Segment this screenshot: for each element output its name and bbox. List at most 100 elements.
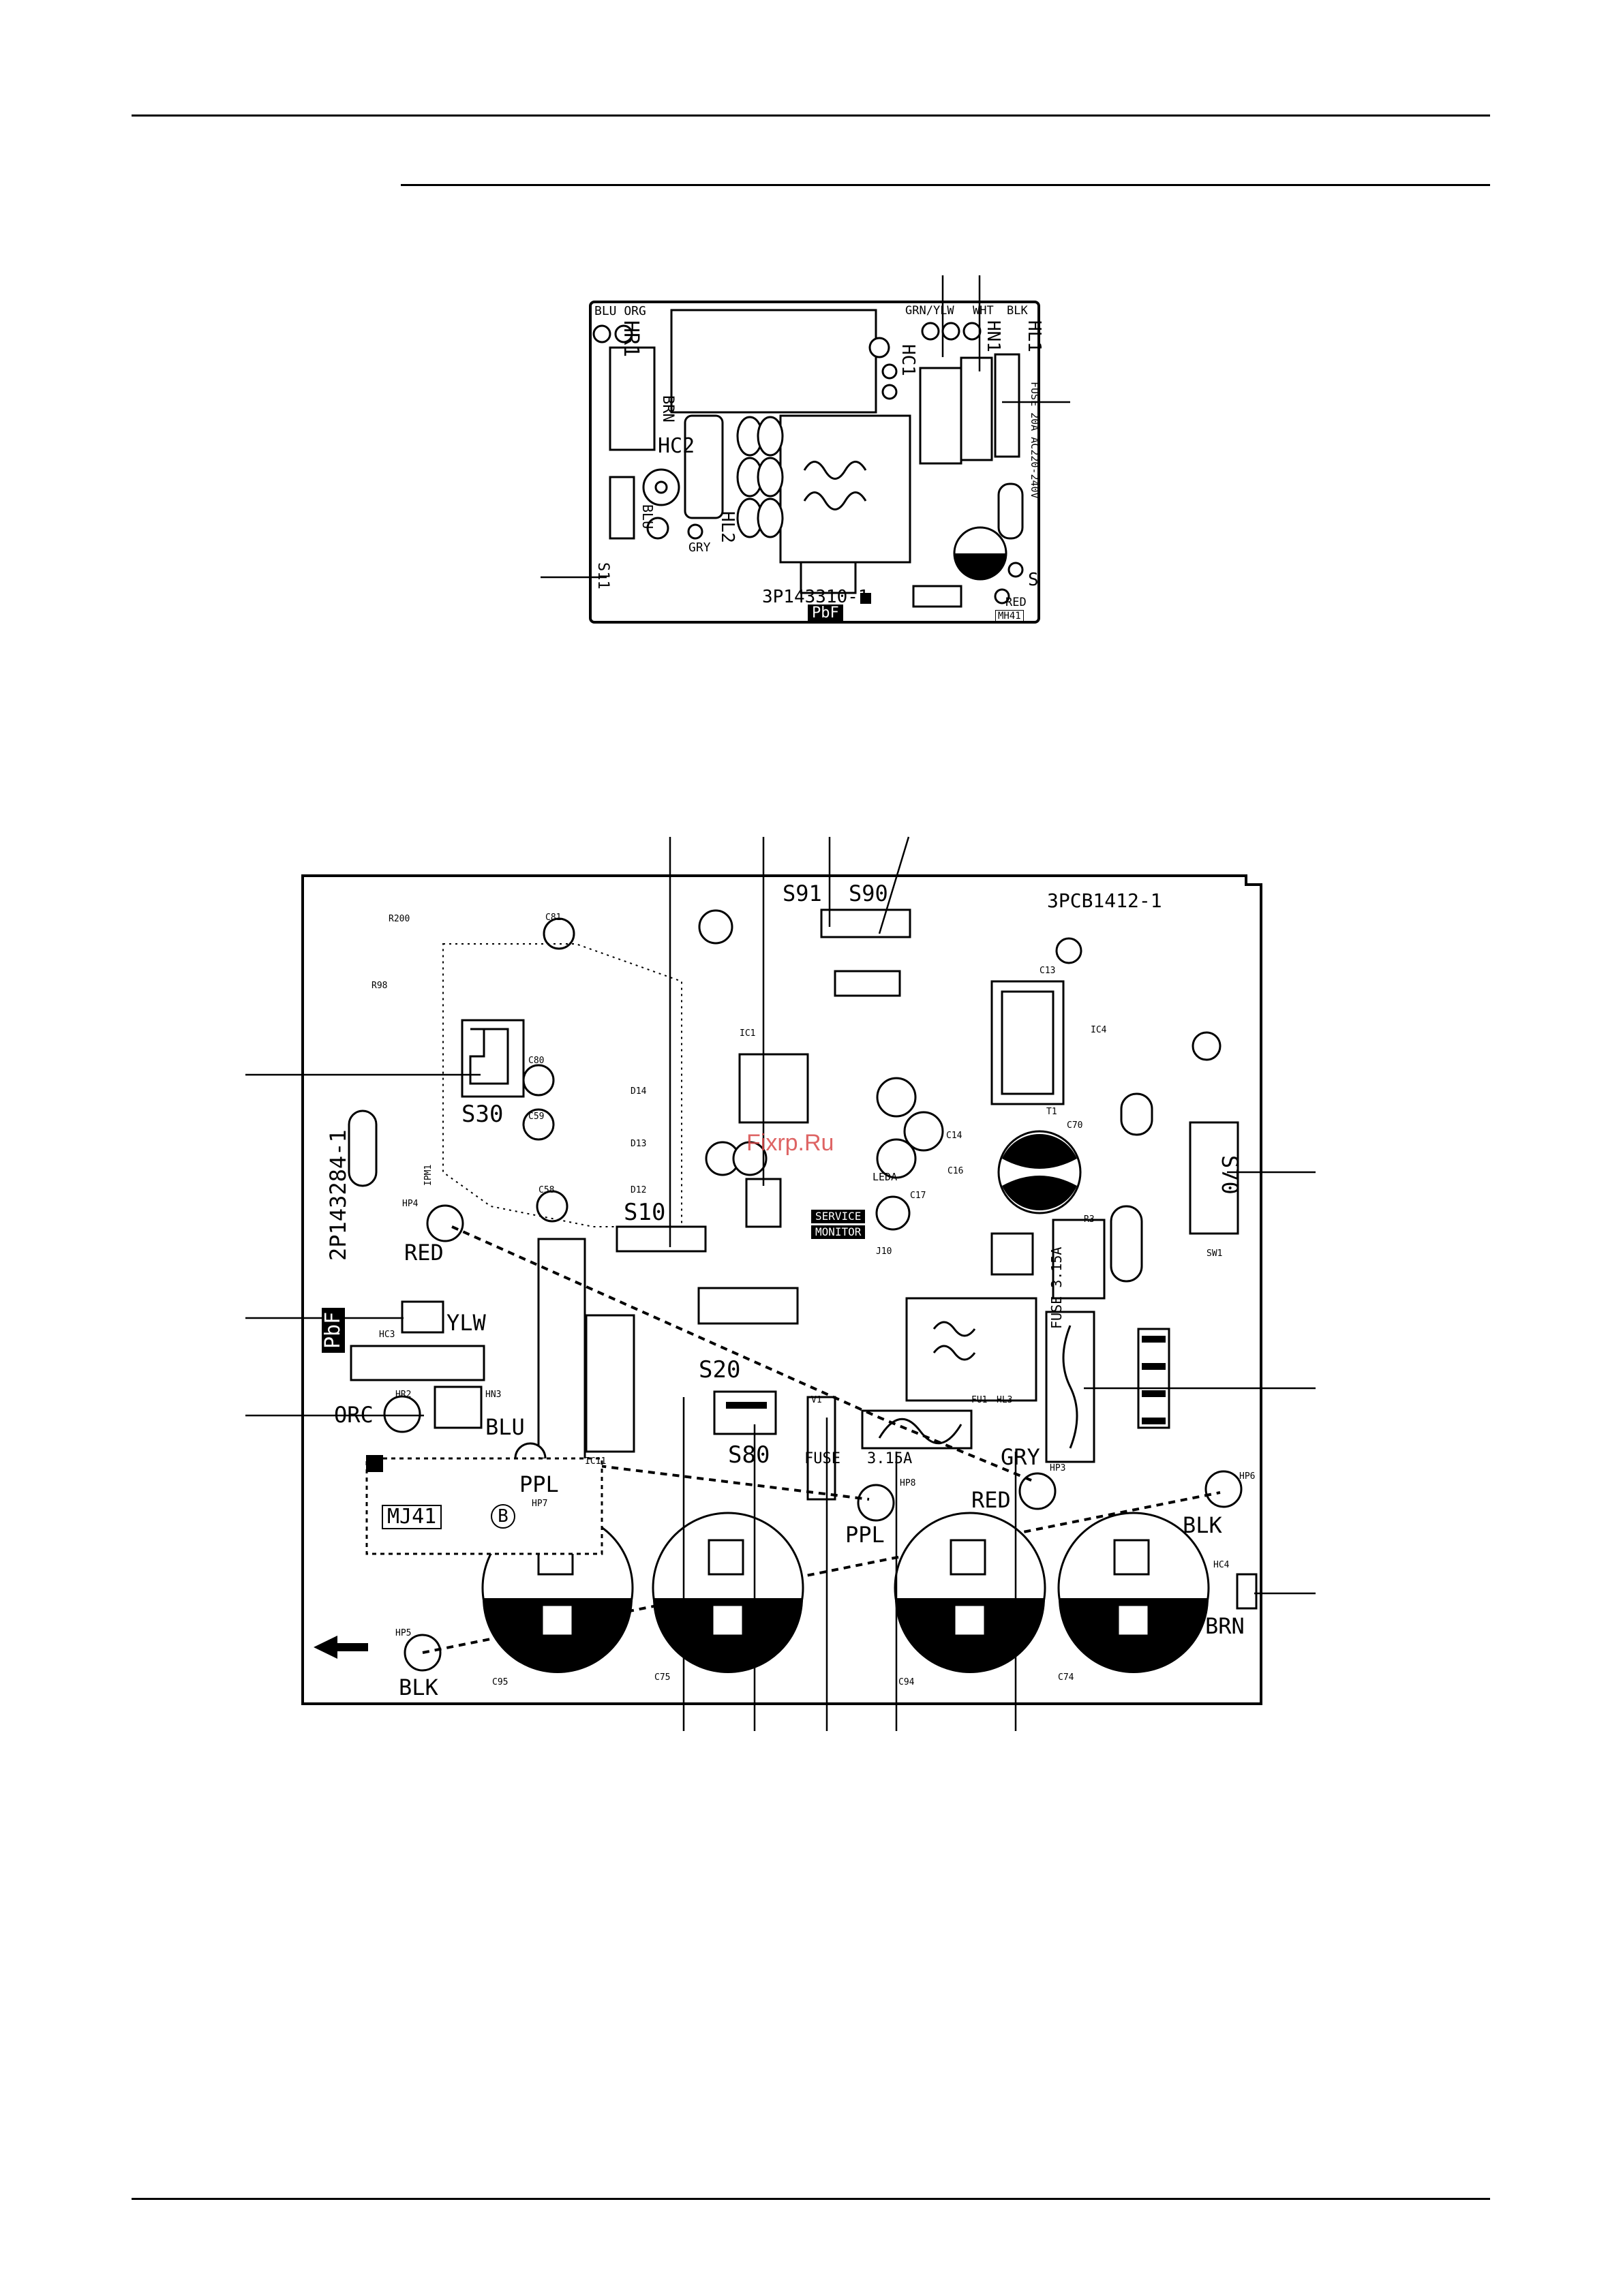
- label-ic4: IC4: [1091, 1025, 1107, 1035]
- wire-label-brn-main: BRN: [1205, 1613, 1245, 1639]
- main-board-mark-circle: B: [491, 1504, 515, 1529]
- wire-label-ppl-left: PPL: [519, 1471, 559, 1497]
- wire-label-ylw: YLW: [446, 1310, 486, 1336]
- label-r3: R3: [1084, 1214, 1095, 1225]
- wire-label-blu-org: BLU ORG: [594, 304, 646, 318]
- label-c94: C94: [898, 1677, 915, 1687]
- main-board-logo: PbF: [321, 1307, 345, 1353]
- capacitor-c94: [894, 1512, 1046, 1673]
- label-c75: C75: [654, 1672, 671, 1683]
- label-c80: C80: [528, 1056, 545, 1066]
- label-c59: C59: [528, 1112, 545, 1122]
- label-c74: C74: [1058, 1672, 1074, 1683]
- bottom-rule: [132, 2198, 1490, 2200]
- wire-label-brn: BRN: [659, 395, 676, 423]
- connector-hn1: HN1: [983, 320, 1003, 352]
- main-board: [245, 836, 1316, 1731]
- label-c17: C17: [910, 1191, 926, 1201]
- wire-label-red: RED: [1005, 596, 1027, 609]
- connector-hc1: HC1: [898, 344, 918, 376]
- connector-s90: S90: [849, 881, 888, 906]
- connector-s80: S80: [728, 1441, 770, 1469]
- line-filter: [779, 414, 911, 564]
- top-board-mark: MH41: [995, 610, 1024, 622]
- wire-label-ppl-mid: PPL: [845, 1522, 885, 1548]
- connector-hc2: HC2: [658, 434, 695, 458]
- label-hr2: HR2: [395, 1390, 412, 1400]
- top-board: [541, 275, 1070, 624]
- arrow-left-icon: [314, 1636, 368, 1659]
- label-d12: D12: [631, 1185, 647, 1195]
- label-hp6: HP6: [1239, 1471, 1256, 1482]
- wire-label-blu-main: BLU: [485, 1414, 525, 1440]
- top-board-logo: PbF: [808, 604, 843, 622]
- connector-s30: S30: [461, 1101, 504, 1128]
- connector-hl2: HL2: [717, 511, 738, 543]
- watermark: Fixrp.Ru: [746, 1130, 834, 1156]
- label-ic1: IC1: [740, 1028, 756, 1039]
- top-rule: [132, 114, 1490, 117]
- label-c95: C95: [492, 1677, 509, 1687]
- connector-s11: S11: [594, 562, 611, 590]
- wire-label-blk: BLK: [1007, 304, 1028, 318]
- connector-hl1: HL1: [1024, 320, 1044, 352]
- label-t1: T1: [1046, 1107, 1057, 1117]
- label-hp7: HP7: [532, 1499, 548, 1509]
- label-sw1: SW1: [1207, 1249, 1223, 1259]
- top-board-id: 3P143310-1: [762, 587, 869, 607]
- label-c81: C81: [545, 913, 562, 923]
- label-hn3: HN3: [485, 1390, 502, 1400]
- label-c14: C14: [946, 1131, 962, 1141]
- service-monitor-label-2: MONITOR: [811, 1225, 866, 1239]
- wire-label-red-right: RED: [971, 1487, 1011, 1513]
- fuse-side-label: FUSE 3.15A: [1048, 1246, 1065, 1329]
- wire-label-red-left: RED: [404, 1240, 444, 1266]
- wire-label-orc: ORC: [334, 1402, 374, 1428]
- relay: [670, 309, 877, 414]
- main-board-id: 3PCB1412-1: [1047, 889, 1162, 912]
- fuse-text: FUSE 20A AC220-240V: [1029, 382, 1041, 499]
- label-hp8: HP8: [900, 1478, 916, 1488]
- label-fu1: FU1: [971, 1395, 988, 1405]
- capacitor-c75: [652, 1512, 804, 1673]
- wire-label-blu: BLU: [639, 504, 656, 530]
- wire-label-gry: GRY: [688, 540, 711, 555]
- main-board-side-id: 2P143284-1: [325, 1129, 351, 1261]
- connector-s: S: [1028, 570, 1039, 590]
- label-hp4: HP4: [402, 1199, 419, 1209]
- wire-label-blk-bottom: BLK: [399, 1674, 438, 1700]
- label-c58: C58: [539, 1185, 555, 1195]
- connector-hr1: HR1: [619, 320, 643, 358]
- main-board-mark: MJ41: [382, 1505, 442, 1529]
- fuse-rating: 3.15A: [867, 1450, 913, 1467]
- label-hp5: HP5: [395, 1628, 412, 1638]
- led-label: LEDA: [873, 1171, 898, 1183]
- label-c70: C70: [1067, 1120, 1083, 1131]
- connector-s10: S10: [624, 1199, 666, 1226]
- service-monitor-label-1: SERVICE: [811, 1210, 866, 1223]
- capacitor-c74: [1057, 1512, 1210, 1673]
- label-v1: V1: [811, 1395, 822, 1405]
- label-r200: R200: [389, 914, 410, 924]
- label-hl3: HL3: [997, 1395, 1013, 1405]
- wire-label-gry-main: GRY: [1001, 1444, 1040, 1470]
- label-j10: J10: [876, 1246, 892, 1257]
- label-ic11: IC11: [585, 1456, 607, 1467]
- connector-s91: S91: [783, 881, 822, 906]
- label-c16: C16: [947, 1166, 964, 1176]
- label-hc3: HC3: [379, 1330, 395, 1340]
- label-ipm1: IPM1: [423, 1164, 434, 1186]
- wire-label-wht: WHT: [973, 304, 994, 318]
- fuse-label: FUSE: [804, 1450, 840, 1467]
- label-d14: D14: [631, 1086, 647, 1097]
- label-d13: D13: [631, 1139, 647, 1149]
- label-r98: R98: [371, 981, 388, 991]
- section-rule: [401, 184, 1490, 186]
- label-c13: C13: [1040, 966, 1056, 976]
- connector-s70: S70: [1217, 1155, 1243, 1195]
- connector-s20: S20: [699, 1356, 741, 1383]
- wire-label-blk-right: BLK: [1183, 1512, 1222, 1538]
- label-hc4: HC4: [1213, 1560, 1230, 1570]
- wire-label-grn-ylw: GRN/YLW: [905, 304, 954, 318]
